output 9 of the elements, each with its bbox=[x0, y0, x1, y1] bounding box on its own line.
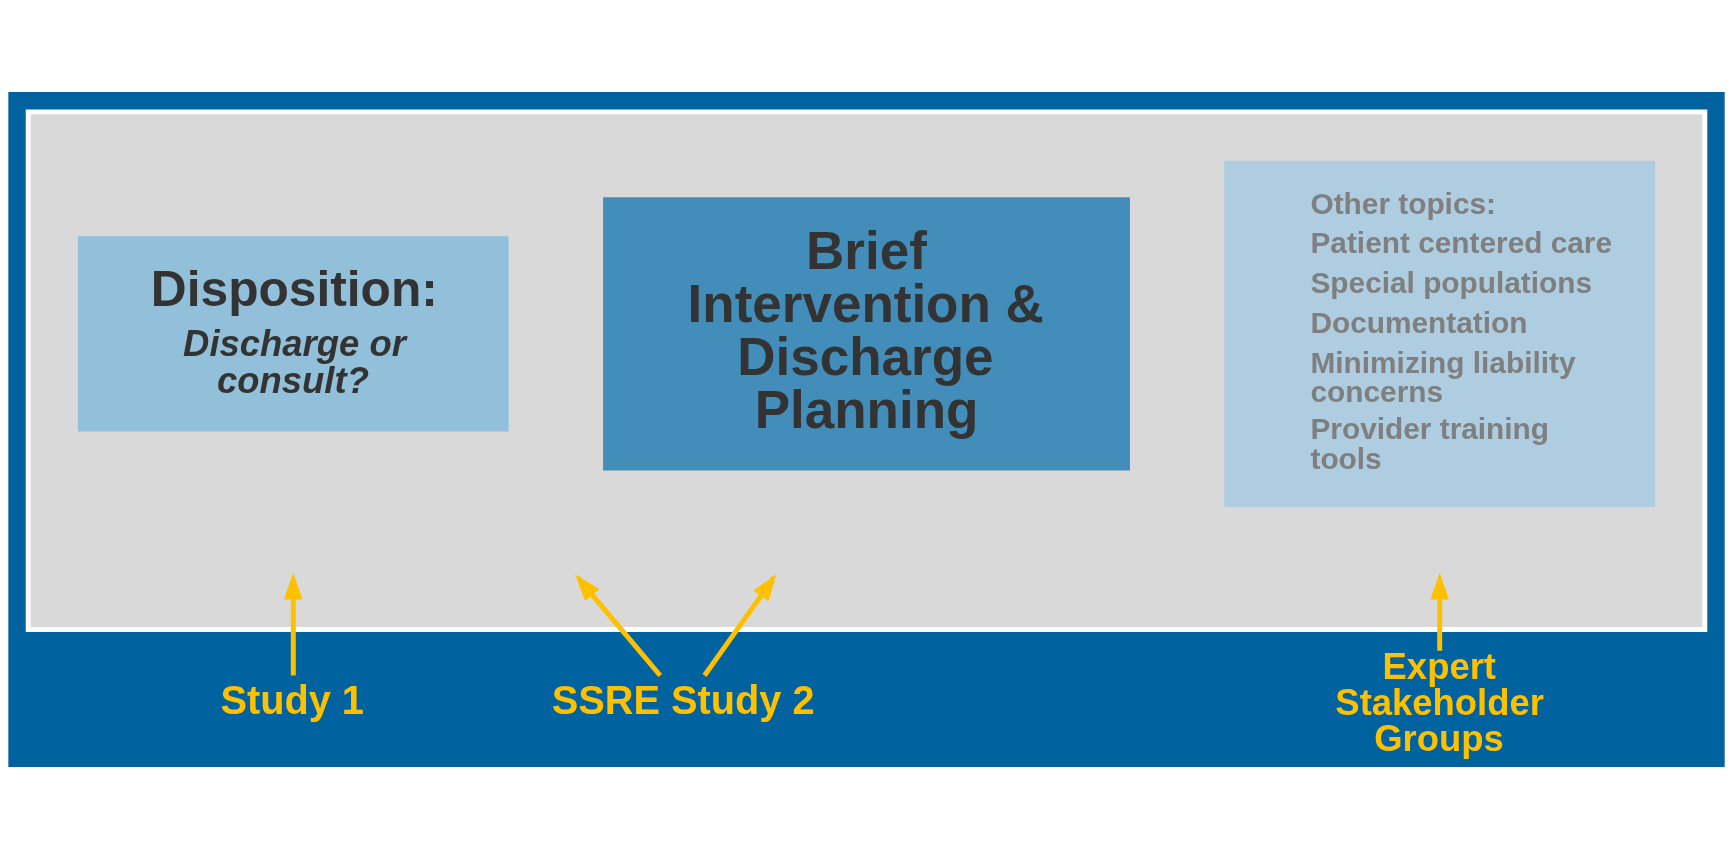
arrow bbox=[284, 572, 303, 676]
arrow bbox=[1430, 572, 1449, 651]
node-box: Other topics: Patient centered care Special populations Documentation Minimizing liability concerns Provider training tools bbox=[1224, 160, 1656, 507]
node-box: Disposition: Discharge or consult? bbox=[77, 236, 509, 432]
node-text: Expert Stakeholder Groups bbox=[1335, 645, 1544, 760]
node-box: Brief Intervention & Discharge Planning bbox=[603, 197, 1130, 471]
node-text: SSRE Study 2 bbox=[551, 678, 815, 723]
node-text: Study 1 bbox=[220, 678, 364, 723]
cluster bbox=[25, 109, 1708, 632]
